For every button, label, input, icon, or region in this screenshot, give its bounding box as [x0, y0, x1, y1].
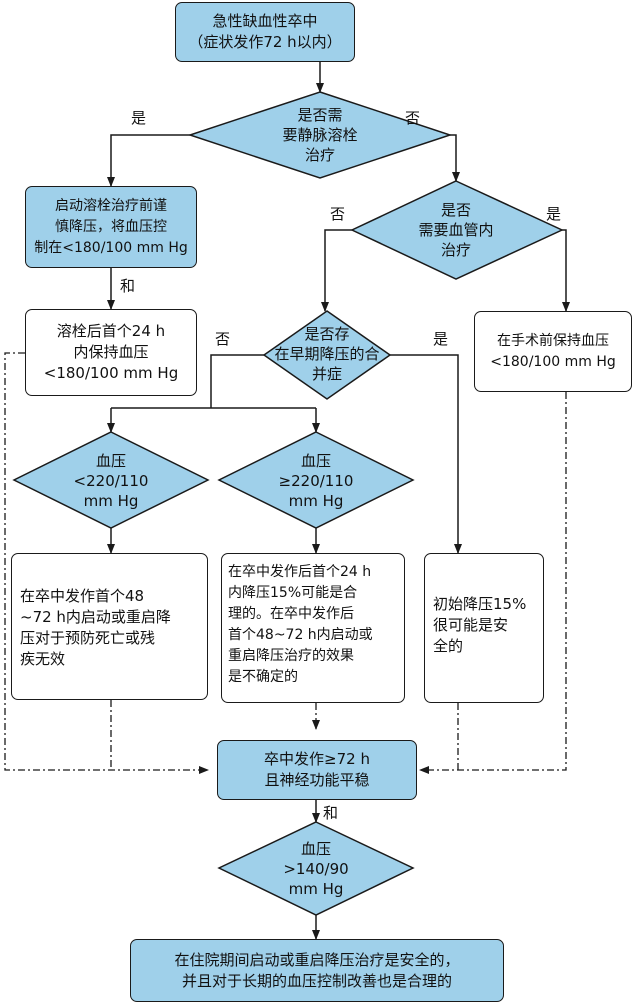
complication-question-text: 是否存 在早期降压的合 并症 [274, 325, 380, 383]
bp-final-question: 血压 >140/90 mm Hg [251, 836, 381, 902]
diamond-thrombolysis-shape [187, 91, 453, 179]
pre-surgery-text: 在手术前保持血压 <180/100 mm Hg [490, 332, 616, 370]
uncertain-text: 在卒中发作后首个24 h 内降压15%可能是合 理的。在卒中发作后 首个48~7… [228, 564, 373, 685]
yes-label-thrombolysis: 是 [131, 109, 147, 127]
thrombolysis-question: 是否需 要静脉溶栓 治疗 [230, 102, 410, 168]
bp-high-question: 血压 ≥220/110 mm Hg [251, 448, 381, 514]
pre-thrombolysis-text: 启动溶栓治疗前谨 慎降压，将血压控 制在<180/100 mm Hg [34, 197, 188, 256]
safe15-box: 初始降压15% 很可能是安 全的 [424, 553, 544, 703]
no-effect-box: 在卒中发作首个48 ~72 h内启动或重启降 压对于预防死亡或残 疾无效 [11, 553, 208, 700]
bp-low-question: 血压 <220/110 mm Hg [46, 448, 176, 514]
start-text: 急性缺血性卒中 （症状发作72 h以内） [188, 12, 342, 51]
and-label-stable: 和 [323, 804, 339, 822]
endovascular-question: 是否 需要血管内 治疗 [386, 196, 526, 264]
diamond-complication-shape [262, 310, 392, 400]
pre-surgery-box: 在手术前保持血压 <180/100 mm Hg [474, 311, 632, 392]
stable-text: 卒中发作≥72 h 且神经功能平稳 [264, 750, 370, 789]
no-label-complication: 否 [215, 330, 231, 348]
diamond-bp-final-shape [217, 821, 415, 916]
post-thrombolysis-box: 溶栓后首个24 h 内保持血压 <180/100 mm Hg [25, 309, 197, 396]
thrombolysis-question-text: 是否需 要静脉溶栓 治疗 [282, 106, 358, 164]
no-effect-text: 在卒中发作首个48 ~72 h内启动或重启降 压对于预防死亡或残 疾无效 [20, 587, 171, 668]
yes-label-complication: 是 [433, 330, 449, 348]
complication-question: 是否存 在早期降压的合 并症 [252, 321, 402, 387]
pre-thrombolysis-box: 启动溶栓治疗前谨 慎降压，将血压控 制在<180/100 mm Hg [25, 186, 197, 268]
and-label-thrombolysis: 和 [120, 277, 136, 295]
diamond-bp-high-shape [217, 431, 415, 529]
endovascular-question-text: 是否 需要血管内 治疗 [418, 201, 494, 259]
safe15-text: 初始降压15% 很可能是安 全的 [433, 595, 527, 655]
diamond-bp-low-shape [12, 431, 210, 529]
yes-label-endovascular: 是 [546, 205, 562, 223]
diamond-endovascular-shape [350, 180, 564, 280]
bp-low-question-text: 血压 <220/110 mm Hg [73, 452, 149, 510]
bp-final-question-text: 血压 >140/90 mm Hg [283, 840, 349, 898]
final-box: 在住院期间启动或重启降压治疗是安全的， 并且对于长期的血压控制改善也是合理的 [130, 939, 504, 1002]
stable-box: 卒中发作≥72 h 且神经功能平稳 [217, 740, 417, 800]
no-label-endovascular: 否 [330, 205, 346, 223]
no-label-thrombolysis: 否 [405, 109, 421, 127]
final-text: 在住院期间启动或重启降压治疗是安全的， 并且对于长期的血压控制改善也是合理的 [174, 950, 460, 990]
start-box: 急性缺血性卒中 （症状发作72 h以内） [175, 2, 355, 62]
bp-high-question-text: 血压 ≥220/110 mm Hg [278, 452, 354, 510]
uncertain-box: 在卒中发作后首个24 h 内降压15%可能是合 理的。在卒中发作后 首个48~7… [221, 553, 405, 703]
post-thrombolysis-text: 溶栓后首个24 h 内保持血压 <180/100 mm Hg [43, 322, 179, 382]
